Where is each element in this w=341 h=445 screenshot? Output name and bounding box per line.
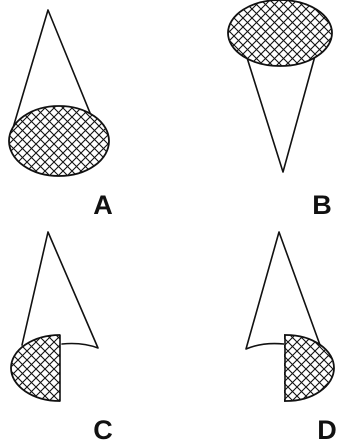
- panel-a: A: [8, 9, 113, 220]
- panel-c: C: [10, 231, 113, 445]
- cone-d-sides: [245, 231, 321, 350]
- cone-b-sides: [242, 44, 319, 173]
- panel-label-d: D: [317, 415, 337, 445]
- panel-label-b: B: [312, 190, 332, 220]
- cone-a-base: [8, 105, 110, 177]
- cone-c-sides: [21, 231, 99, 349]
- panel-label-a: A: [93, 190, 113, 220]
- panel-label-c: C: [93, 415, 113, 445]
- panel-b: B: [227, 0, 333, 220]
- cone-b-base: [227, 0, 333, 67]
- cone-a-sides: [9, 9, 98, 139]
- cone-d-half-base: [284, 334, 335, 402]
- cone-c-half-base: [10, 334, 60, 402]
- panel-d: D: [245, 231, 337, 445]
